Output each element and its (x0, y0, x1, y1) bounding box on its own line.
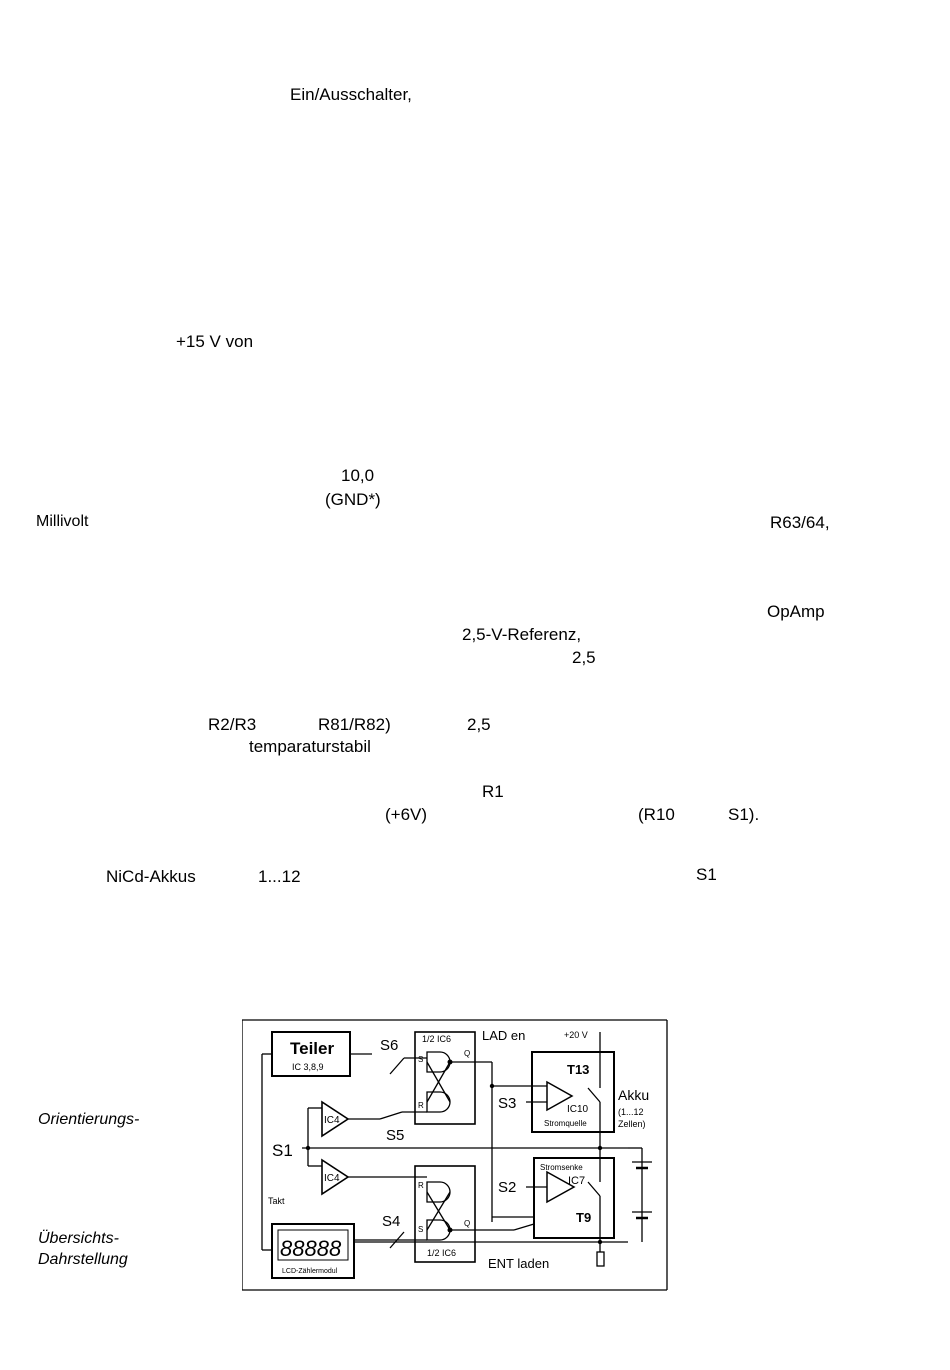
text-r63-64: R63/64, (770, 513, 830, 532)
label-s5: S5 (386, 1127, 404, 1144)
text-ein-ausschalter: Ein/Ausschalter, (290, 85, 412, 104)
latch-cross-4 (426, 1191, 451, 1231)
text-millivolt: Millivolt (36, 513, 89, 530)
text-value-10: 10,0 (341, 466, 375, 485)
text-temperaturstabil: temparaturstabil (249, 737, 371, 756)
label-stromsenke: Stromsenke (540, 1163, 583, 1172)
node-dot-bottom (597, 1239, 603, 1245)
label-teiler-ic: IC 3,8,9 (292, 1062, 324, 1072)
wire-q-ic7 (513, 1223, 535, 1231)
label-pin-s-top: S (418, 1055, 423, 1064)
text-r81-r82: R81/R82) (318, 715, 391, 734)
label-ic6-bottom: 1/2 IC6 (427, 1248, 456, 1258)
label-t13: T13 (567, 1062, 589, 1077)
text-15v-von: +15 V von (176, 332, 254, 351)
label-s4: S4 (382, 1213, 400, 1230)
stromquelle-box (531, 1051, 615, 1133)
label-teiler: Teiler (290, 1039, 334, 1058)
label-s1: S1 (272, 1141, 293, 1160)
caption-uebersichts: Übersichts- (38, 1230, 119, 1247)
text-s1: S1 (696, 865, 717, 884)
label-stromquelle: Stromquelle (544, 1119, 587, 1128)
resistor-icon (596, 1251, 605, 1267)
latch-cross-2 (426, 1061, 451, 1103)
text-plus-6v: (+6V) (385, 805, 428, 824)
label-takt: Takt (268, 1196, 285, 1206)
lcd-display (277, 1229, 349, 1261)
lcd-box (271, 1223, 355, 1279)
caption-orientierungs: Orientierungs- (38, 1111, 140, 1128)
circuit-svg: Teiler IC 3,8,9 S6 1/2 IC6 1/2 IC6 S R Q… (242, 1019, 668, 1291)
switch-t9 (587, 1181, 601, 1197)
ic6-top-box (414, 1031, 476, 1125)
stromsenke-box (533, 1157, 615, 1239)
label-s2: S2 (498, 1179, 516, 1196)
switch-s5 (379, 1111, 403, 1120)
ic4-top-triangle (321, 1100, 350, 1138)
label-t9: T9 (576, 1210, 591, 1225)
label-pin-r-bottom: R (418, 1181, 424, 1190)
text-ref-25v: 2,5-V-Referenz, (462, 625, 582, 644)
text-nicd-akkus: NiCd-Akkus (106, 867, 196, 886)
ic6-bottom-box (414, 1165, 476, 1263)
label-ic4-top: IC4 (324, 1115, 340, 1126)
label-pin-s-bottom: S (418, 1225, 423, 1234)
caption-dahrstellung: Dahrstellung (38, 1251, 128, 1268)
label-lad-en: LAD en (482, 1028, 525, 1043)
label-ent-laden: ENT laden (488, 1256, 549, 1271)
text-gnd: (GND*) (325, 490, 381, 509)
circuit-diagram: Teiler IC 3,8,9 S6 1/2 IC6 1/2 IC6 S R Q… (242, 1012, 670, 1294)
label-ic6-top: 1/2 IC6 (422, 1034, 451, 1044)
node-dot-latch-top (447, 1059, 453, 1065)
label-pin-q-bottom: Q (464, 1219, 470, 1228)
nand-gate-2 (426, 1091, 451, 1113)
text-r10: (R10 (638, 805, 675, 824)
switch-t13 (587, 1087, 601, 1103)
text-value-25-a: 2,5 (572, 648, 596, 667)
label-20v: +20 V (564, 1030, 588, 1040)
label-ic10: IC10 (567, 1104, 589, 1115)
label-akku: Akku (618, 1087, 649, 1103)
node-dot-s1 (305, 1145, 311, 1151)
label-ic4-bottom: IC4 (324, 1173, 340, 1184)
label-ic7: IC7 (568, 1175, 585, 1187)
label-lcd-digits: 88888 (280, 1236, 342, 1261)
node-dot-akku (597, 1145, 603, 1151)
nand-gate-4 (426, 1219, 451, 1241)
label-akku-cells: Zellen) (618, 1119, 646, 1129)
label-pin-r-top: R (418, 1101, 424, 1110)
label-s3: S3 (498, 1095, 516, 1112)
node-dot-q (489, 1083, 495, 1089)
text-opamp: OpAmp (767, 602, 825, 621)
switch-s4 (389, 1231, 405, 1249)
label-lcd-module: LCD-Zählermodul (282, 1268, 338, 1275)
label-pin-q-top: Q (464, 1049, 470, 1058)
switch-s6 (389, 1057, 405, 1075)
text-range-1-12: 1...12 (258, 867, 301, 886)
ic4-bottom-triangle (321, 1158, 350, 1196)
text-r2-r3: R2/R3 (208, 715, 257, 734)
ic10-triangle (546, 1080, 574, 1112)
node-dot-latch-bottom (447, 1227, 453, 1233)
text-s1-paren: S1). (728, 805, 760, 824)
text-r1: R1 (482, 782, 504, 801)
label-s6: S6 (380, 1037, 398, 1054)
text-value-25-b: 2,5 (467, 715, 491, 734)
nand-gate-3 (426, 1181, 451, 1203)
label-akku-range: (1...12 (618, 1107, 644, 1117)
